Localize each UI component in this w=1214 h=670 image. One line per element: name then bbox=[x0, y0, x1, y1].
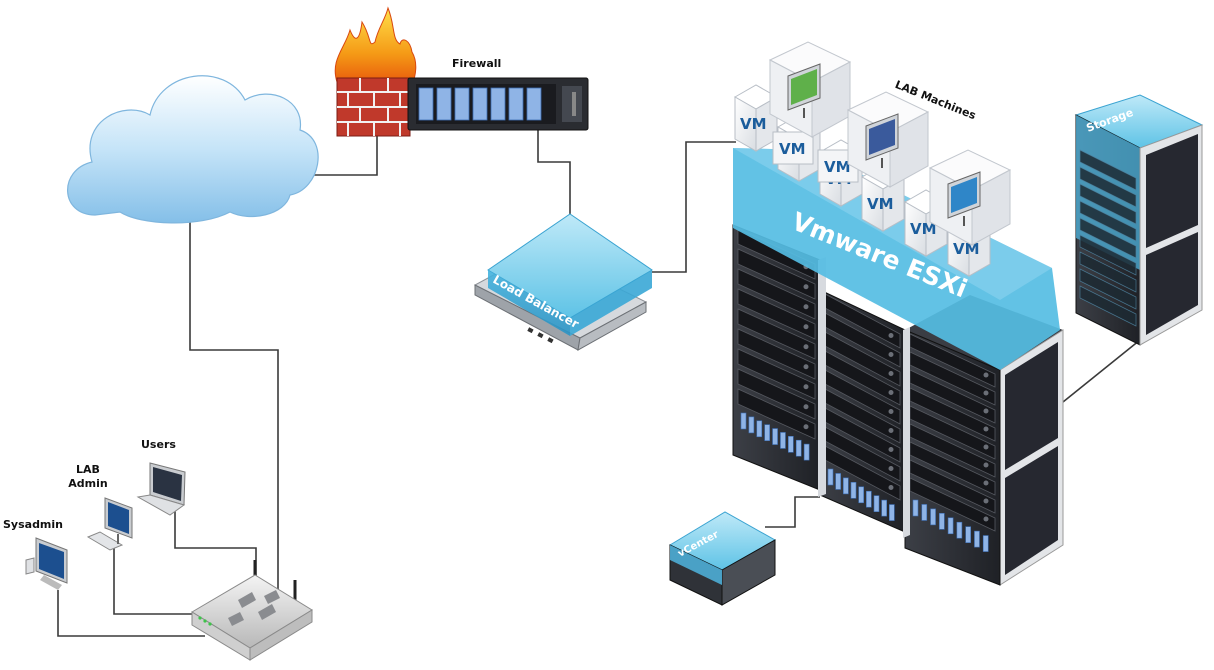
firewall-appliance-icon bbox=[407, 77, 589, 131]
connection-lines bbox=[57, 130, 1141, 637]
server-unit bbox=[737, 388, 816, 440]
server-unit bbox=[737, 348, 816, 400]
storage-unit bbox=[1079, 268, 1137, 310]
server-rack-icon bbox=[732, 224, 1064, 586]
cloud-icon bbox=[67, 75, 319, 224]
firewall-label: Firewall bbox=[452, 57, 502, 70]
line-cloud-firewall bbox=[312, 135, 378, 176]
server-unit bbox=[737, 248, 816, 300]
server-unit bbox=[737, 328, 816, 380]
users-label: Users bbox=[141, 438, 176, 451]
storage-icon: Storage bbox=[1074, 94, 1204, 346]
vm-label: VM bbox=[824, 158, 851, 176]
storage-unit bbox=[1079, 251, 1137, 293]
sysadmin-label: Sysadmin bbox=[3, 518, 64, 531]
monitor-icon bbox=[86, 497, 133, 551]
line-firewall-loadbalancer bbox=[537, 130, 571, 214]
storage-unit bbox=[1079, 285, 1137, 327]
firewall-icon bbox=[334, 6, 417, 137]
vm-label: VM bbox=[779, 140, 806, 158]
vcenter-icon: vCenter bbox=[668, 511, 777, 606]
line-sysadmin-router bbox=[57, 590, 205, 637]
rack-2-units bbox=[824, 293, 901, 521]
line-labadmin-router bbox=[113, 540, 196, 615]
lab-admin-label: LAB Admin bbox=[68, 463, 108, 491]
storage-unit bbox=[1079, 149, 1137, 191]
laptop-icon bbox=[136, 462, 186, 516]
storage-unit bbox=[1079, 200, 1137, 242]
server-unit bbox=[737, 288, 816, 340]
server-unit bbox=[737, 368, 816, 420]
vm-label: VM bbox=[740, 115, 767, 133]
sysadmin-monitor-icon bbox=[25, 537, 68, 590]
storage-units bbox=[1079, 149, 1137, 327]
server-unit bbox=[737, 308, 816, 360]
lab-machine-monitors bbox=[768, 41, 1012, 246]
load-balancer-icon: Load Balancer bbox=[473, 213, 653, 351]
storage-unit bbox=[1079, 217, 1137, 259]
line-loadbalancer-esxi bbox=[652, 141, 736, 273]
rack-1-units bbox=[737, 228, 816, 461]
server-unit bbox=[737, 268, 816, 320]
router-icon bbox=[191, 560, 313, 661]
rack-3-units bbox=[909, 333, 996, 552]
storage-unit bbox=[1079, 183, 1137, 225]
line-users-router bbox=[174, 505, 257, 588]
lab-admin-label-line2: Admin bbox=[68, 477, 108, 490]
storage-unit bbox=[1079, 234, 1137, 276]
line-storage-esxi bbox=[1062, 339, 1141, 403]
line-cloud-router bbox=[189, 222, 279, 600]
storage-unit bbox=[1079, 166, 1137, 208]
lab-admin-label-line1: LAB bbox=[76, 463, 100, 476]
vm-label: VM bbox=[867, 195, 894, 213]
vm-label: VM bbox=[910, 220, 937, 238]
line-vcenter-esxi bbox=[765, 496, 820, 528]
